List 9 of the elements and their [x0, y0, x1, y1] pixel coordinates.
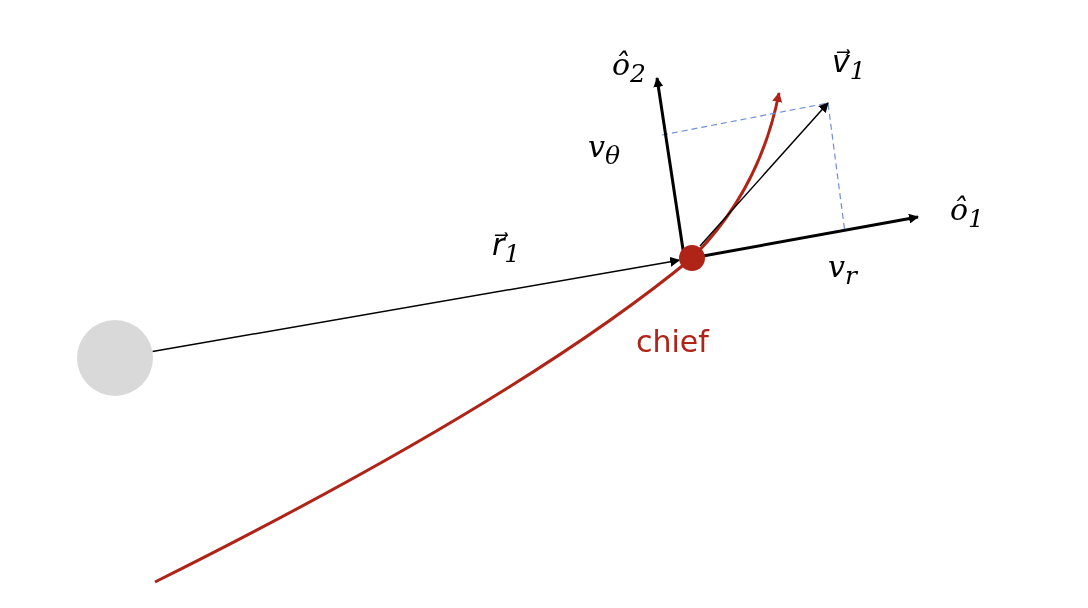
vector-label: ô$_{1}$ — [950, 193, 984, 233]
node-caption: chief — [636, 325, 709, 358]
vector-label: v$_{θ}$ — [588, 130, 620, 170]
vector-label: v$_{r}$ — [828, 250, 857, 290]
vector-label: ô$_{2}$ — [612, 48, 646, 88]
vector-label: v⃗$_{1}$ — [832, 45, 866, 85]
edge-label: r⃗$_{1}$ — [492, 228, 521, 268]
chief-dot — [679, 245, 705, 271]
arrow — [151, 256, 681, 353]
